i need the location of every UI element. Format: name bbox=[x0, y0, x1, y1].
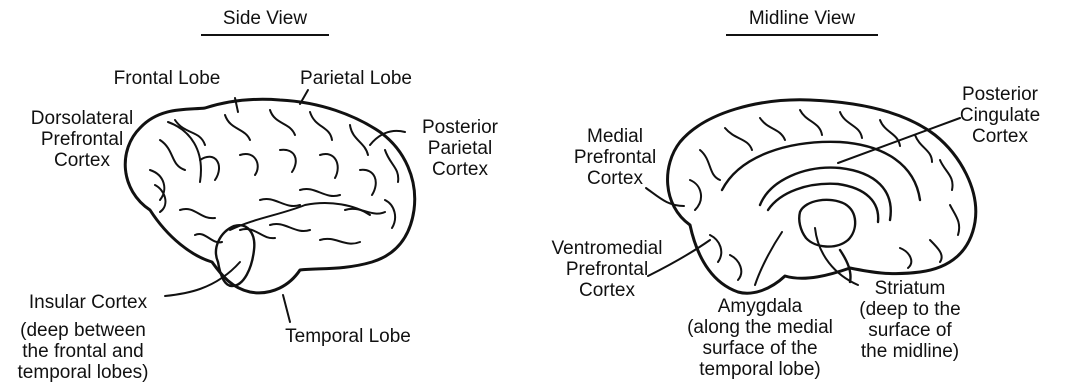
label-vmpfc-line2: Prefrontal bbox=[532, 259, 682, 280]
label-parietal-lobe: Parietal Lobe bbox=[280, 68, 432, 89]
side-lateral-fissure bbox=[230, 203, 370, 230]
label-insular-line1: Insular Cortex bbox=[8, 292, 168, 313]
leader-amygdala bbox=[755, 232, 782, 285]
corpus-callosum-inner bbox=[768, 184, 878, 222]
label-pcc: Posterior Cingulate Cortex bbox=[945, 84, 1055, 147]
corpus-callosum-outer bbox=[760, 168, 891, 220]
label-dlpfc-line1: Dorsolateral bbox=[12, 108, 152, 129]
label-amygdala-line4: temporal lobe) bbox=[680, 359, 840, 380]
label-posterior-parietal: Posterior Parietal Cortex bbox=[405, 117, 515, 180]
label-amygdala: Amygdala (along the medial surface of th… bbox=[680, 296, 840, 380]
label-striatum-line3: surface of bbox=[840, 320, 980, 341]
side-view-brain bbox=[125, 99, 414, 293]
label-dlpfc-line3: Cortex bbox=[12, 150, 152, 171]
leader-temporal-lobe bbox=[283, 295, 290, 322]
label-vmpfc-line3: Cortex bbox=[532, 280, 682, 301]
label-pcc-line3: Cortex bbox=[945, 126, 1055, 147]
leader-dlpfc bbox=[168, 122, 201, 182]
label-mpfc-line1: Medial bbox=[560, 126, 670, 147]
leader-mpfc bbox=[646, 188, 684, 206]
leader-insular bbox=[165, 262, 240, 296]
label-insular-note: (deep between the frontal and temporal l… bbox=[8, 320, 158, 383]
label-temporal-lobe: Temporal Lobe bbox=[262, 326, 434, 347]
midline-view-heading: Midline View bbox=[722, 8, 882, 30]
side-view-heading: Side View bbox=[195, 8, 335, 30]
label-insular-note-line2: the frontal and bbox=[8, 341, 158, 362]
label-pcc-line1: Posterior bbox=[945, 84, 1055, 105]
label-striatum-line1: Striatum bbox=[840, 278, 980, 299]
label-dlpfc: Dorsolateral Prefrontal Cortex bbox=[12, 108, 152, 171]
label-pcc-line2: Cingulate bbox=[945, 105, 1055, 126]
label-amygdala-line2: (along the medial bbox=[680, 317, 840, 338]
side-brain-gyri bbox=[150, 110, 398, 244]
side-brain-outline bbox=[125, 99, 414, 293]
label-striatum-line2: (deep to the bbox=[840, 299, 980, 320]
label-mpfc: Medial Prefrontal Cortex bbox=[560, 126, 670, 189]
label-pp-line3: Cortex bbox=[405, 159, 515, 180]
label-mpfc-line2: Prefrontal bbox=[560, 147, 670, 168]
label-insular-note-line3: temporal lobes) bbox=[8, 362, 158, 383]
label-dlpfc-line2: Prefrontal bbox=[12, 129, 152, 150]
label-insular-note-line1: (deep between bbox=[8, 320, 158, 341]
side-view-heading-underline bbox=[201, 34, 329, 36]
label-pp-line2: Parietal bbox=[405, 138, 515, 159]
label-vmpfc: Ventromedial Prefrontal Cortex bbox=[532, 238, 682, 301]
striatum-region bbox=[799, 200, 855, 247]
label-amygdala-line1: Amygdala bbox=[680, 296, 840, 317]
label-mpfc-line3: Cortex bbox=[560, 168, 670, 189]
label-vmpfc-line1: Ventromedial bbox=[532, 238, 682, 259]
label-frontal-lobe: Frontal Lobe bbox=[102, 68, 232, 89]
label-striatum: Striatum (deep to the surface of the mid… bbox=[840, 278, 980, 362]
midline-view-heading-underline bbox=[726, 34, 878, 36]
label-amygdala-line3: surface of the bbox=[680, 338, 840, 359]
label-pp-line1: Posterior bbox=[405, 117, 515, 138]
label-insular-cortex: Insular Cortex bbox=[8, 292, 168, 313]
label-striatum-line4: the midline) bbox=[840, 341, 980, 362]
